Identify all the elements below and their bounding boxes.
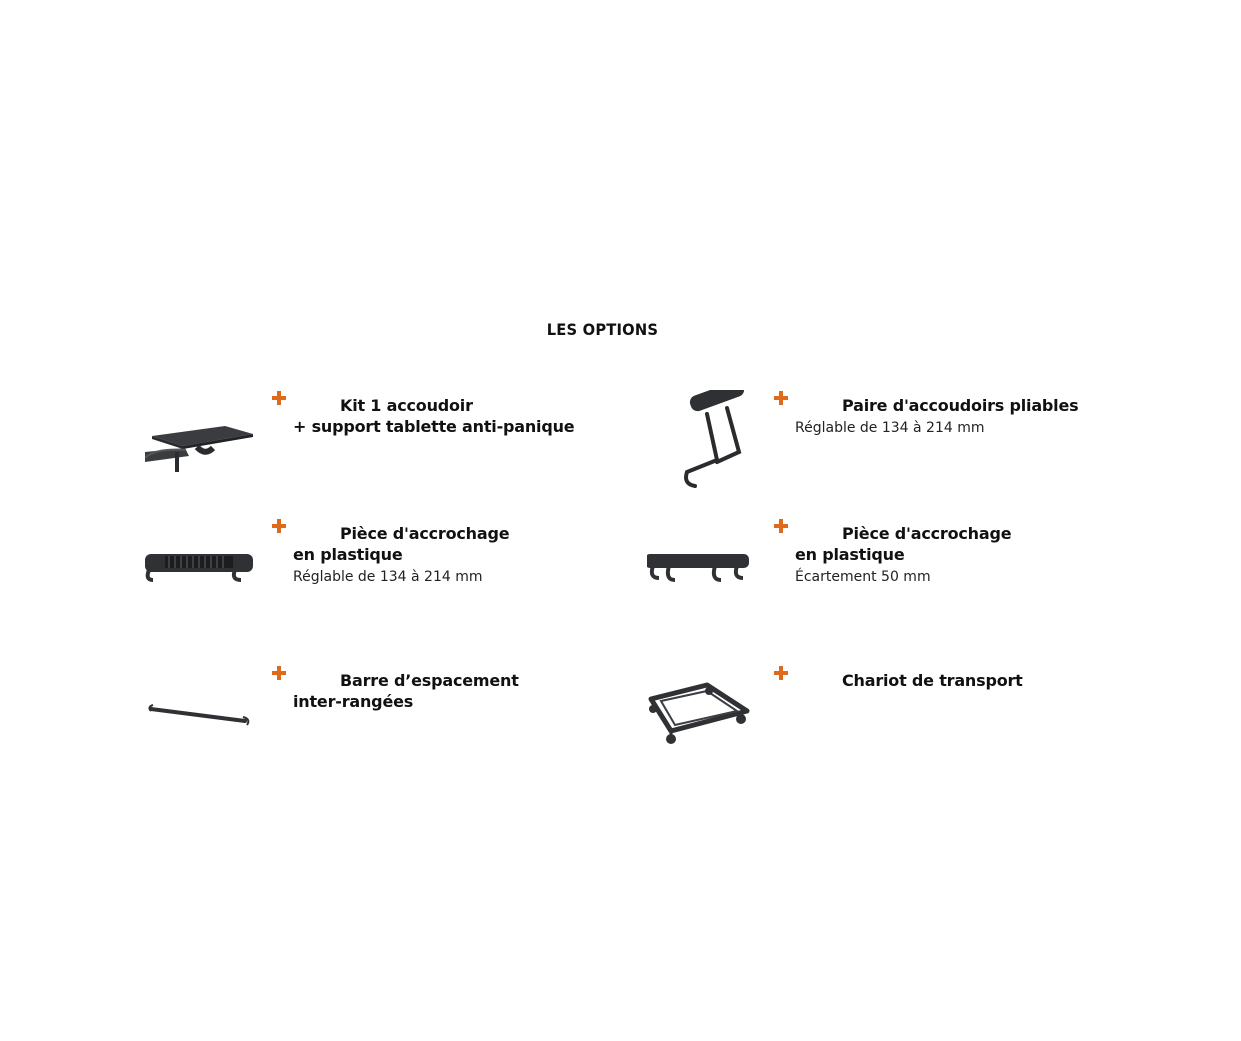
spacer-bar-icon	[148, 704, 250, 726]
option-name-line2: en plastique	[293, 545, 403, 564]
adjustable-connector-icon	[145, 554, 253, 582]
plus-icon	[773, 518, 789, 534]
option-description: Réglable de 134 à 214 mm	[795, 420, 985, 436]
option-name-line1: Pièce d'accrochage	[340, 524, 510, 543]
fixed-connector-icon	[647, 554, 749, 582]
option-name-line1: Barre d’espacement	[340, 671, 519, 690]
option-spacer-bar: Barre d’espacement inter-rangées	[145, 665, 665, 775]
plus-icon	[773, 665, 789, 681]
option-name-line2: en plastique	[795, 545, 905, 564]
plus-icon	[773, 390, 789, 406]
option-name-line2: + support tablette anti-panique	[293, 417, 575, 436]
plus-icon	[271, 665, 287, 681]
option-name-line1: Kit 1 accoudoir	[340, 396, 473, 415]
plus-icon	[271, 390, 287, 406]
option-adjustable-connector: Pièce d'accrochage en plastique Réglable…	[145, 518, 665, 628]
option-description: Réglable de 134 à 214 mm	[293, 569, 483, 585]
folding-armrest-icon	[684, 390, 745, 488]
transport-trolley-icon	[648, 682, 750, 744]
option-description: Écartement 50 mm	[795, 569, 931, 585]
option-folding-armrests: Paire d'accoudoirs pliables Réglable de …	[647, 390, 1167, 500]
option-transport-trolley: Chariot de transport	[647, 665, 1167, 775]
option-name-line1: Pièce d'accrochage	[842, 524, 1012, 543]
tablet-armrest-icon	[145, 426, 253, 472]
option-name-line1: Paire d'accoudoirs pliables	[842, 396, 1079, 415]
page-title: LES OPTIONS	[546, 320, 659, 339]
option-fixed-connector: Pièce d'accrochage en plastique Écarteme…	[647, 518, 1167, 628]
option-name-line1: Chariot de transport	[842, 671, 1023, 690]
plus-icon	[271, 518, 287, 534]
option-armrest-tablet-kit: Kit 1 accoudoir + support tablette anti-…	[145, 390, 665, 500]
option-name-line2: inter-rangées	[293, 692, 414, 711]
